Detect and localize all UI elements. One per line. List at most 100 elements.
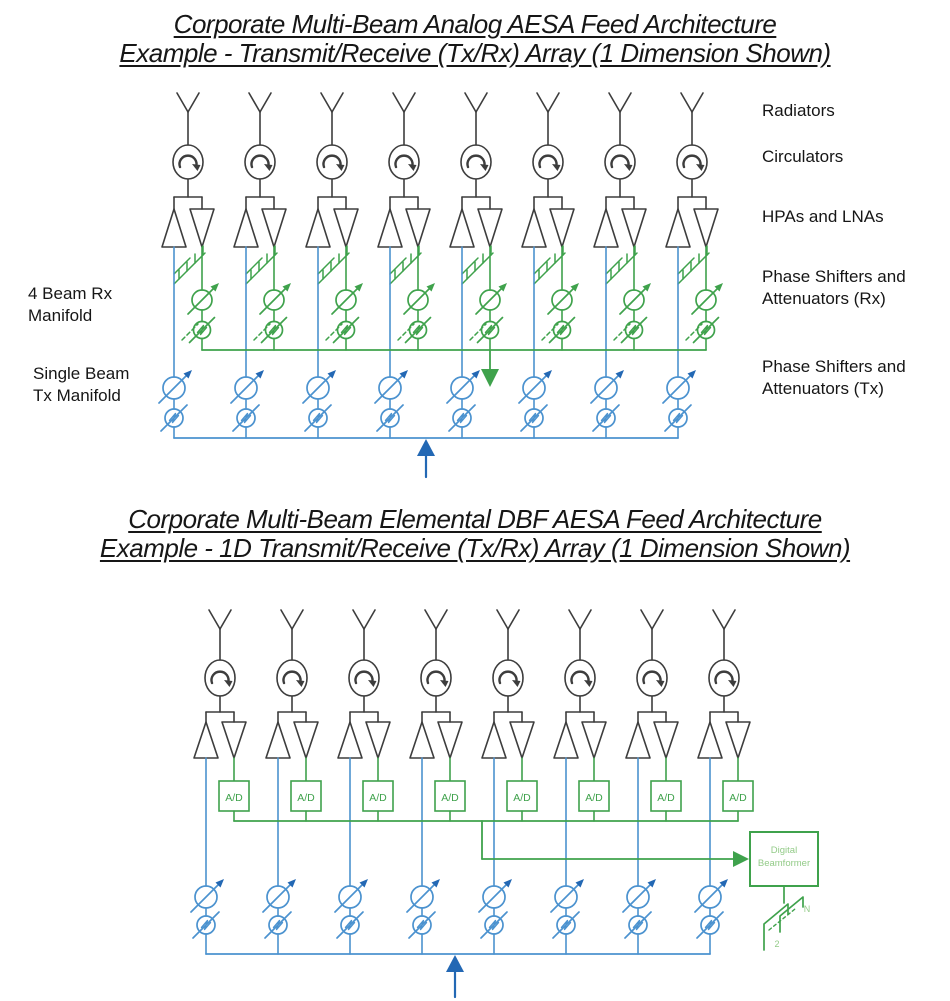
dbf-rx-chain-2: A/D	[290, 757, 322, 822]
rx-phase-shifter-icon-arrowhead	[642, 283, 651, 292]
rx-stack-dashes	[181, 323, 199, 341]
tx-attenuator-icon-zigzag	[632, 919, 644, 931]
analog-tx-chain-7	[590, 246, 624, 439]
label-phase-shifters-tx: Phase Shifters and Attenuators (Tx)	[762, 357, 906, 398]
hpa-icon	[193, 721, 219, 759]
radiator-icon	[536, 92, 549, 113]
analog-rx-chain-1	[173, 245, 219, 351]
circulator-arrow	[210, 670, 230, 685]
radiator-icon	[464, 92, 477, 113]
hpa-icon	[265, 721, 291, 759]
analog-array-element-3	[305, 92, 359, 248]
analog-rx-chain-5	[461, 245, 507, 351]
radiator-icon	[352, 609, 365, 630]
rx-attenuator-icon-zigzag	[412, 324, 424, 336]
circulator-icon	[492, 659, 524, 697]
circulator-arrowhead	[552, 164, 561, 171]
hpa-icon	[593, 208, 619, 248]
dbf-tx-chain-4	[406, 757, 440, 955]
tx-phase-shifter-icon-arrowhead	[687, 370, 696, 379]
circulator-arrowhead	[192, 164, 201, 171]
tx-phase-shifter-icon-slash	[446, 375, 475, 404]
circulator-arrow	[498, 670, 518, 685]
radiator-icon	[435, 609, 448, 630]
beam-port-bottom-label: 2	[774, 939, 779, 949]
ad-converter-label: A/D	[657, 792, 675, 804]
beam-fan-icon-rail	[605, 257, 623, 275]
rx-phase-shifter-icon-slash	[547, 288, 574, 315]
digital-beamformer-box	[749, 831, 819, 887]
radiator-icon	[507, 609, 520, 630]
tx-attenuator-icon-zigzag	[416, 919, 428, 931]
circulator-arrow	[250, 154, 270, 169]
lna-icon	[189, 208, 215, 248]
beamformer-input-arrow	[733, 851, 749, 867]
radiator-icon	[248, 92, 261, 113]
hpa-icon	[161, 208, 187, 248]
tx-phase-shifter-icon-arrowhead	[359, 879, 368, 888]
beam-fan-icon-rail	[245, 257, 263, 275]
rx-phase-shifter-icon-arrowhead	[426, 283, 435, 292]
radiator-icon	[280, 609, 293, 630]
rx-attenuator-icon-zigzag	[556, 324, 568, 336]
ad-converter-label: A/D	[513, 792, 531, 804]
tx-phase-shifter-icon-slash	[518, 375, 547, 404]
hpa-icon	[409, 721, 435, 759]
analog-rx-chain-4	[389, 245, 435, 351]
rx-stack-dashes	[541, 323, 559, 341]
analog-tx-chain-5	[446, 246, 480, 439]
rx-phase-shifter-icon-slash	[331, 288, 358, 315]
hpa-icon	[553, 721, 579, 759]
beam-port-top-label: N	[804, 904, 811, 914]
beam-ports-stack-dashes	[768, 908, 796, 931]
tx-phase-shifter-icon-arrowhead	[183, 370, 192, 379]
radiator-icon	[475, 92, 488, 113]
diagram2-title-line1: Corporate Multi-Beam Elemental DBF AESA …	[128, 504, 822, 534]
tx-attenuator-icon-zigzag	[168, 412, 180, 424]
lna-icon	[261, 208, 287, 248]
diagram1-title: Corporate Multi-Beam Analog AESA Feed Ar…	[0, 10, 950, 68]
circulator-arrowhead	[728, 680, 737, 687]
tx-attenuator-icon-zigzag	[672, 412, 684, 424]
rx-stack-dashes	[397, 323, 415, 341]
analog-array-element-1	[161, 92, 215, 248]
rx-attenuator-icon-zigzag	[196, 324, 208, 336]
dbf-rx-chain-1: A/D	[218, 757, 250, 822]
hpa-icon	[377, 208, 403, 248]
hpa-icon	[233, 208, 259, 248]
tx-phase-shifter-icon-slash	[550, 884, 579, 913]
tx-phase-shifter-icon-arrowhead	[287, 879, 296, 888]
ad-converter-box	[722, 780, 754, 812]
radiator-icon	[219, 609, 232, 630]
ad-converter-label: A/D	[369, 792, 387, 804]
tx-phase-shifter-icon-arrowhead	[255, 370, 264, 379]
tx-attenuator-icon-zigzag	[488, 919, 500, 931]
tx-phase-shifter-icon-slash	[406, 884, 435, 913]
dbf-rx-chain-6: A/D	[578, 757, 610, 822]
analog-rx-chain-7	[605, 245, 651, 351]
analog-array-element-7	[593, 92, 647, 248]
hpa-icon	[521, 208, 547, 248]
digital-beamformer-label: Beamformer	[758, 858, 810, 869]
dbf-tx-chain-1	[190, 757, 224, 955]
radiator-icon	[320, 92, 333, 113]
dbf-tx-manifold	[205, 953, 711, 999]
tx-attenuator-icon-zigzag	[560, 919, 572, 931]
beam-ports-icon	[779, 896, 804, 933]
radiator-icon	[712, 609, 725, 630]
rx-phase-shifter-icon-slash	[187, 288, 214, 315]
circulator-icon	[388, 144, 420, 180]
radiator-icon	[403, 92, 416, 113]
dbf-tx-chain-3	[334, 757, 368, 955]
circulator-arrowhead	[696, 164, 705, 171]
rx-phase-shifter-icon-arrowhead	[714, 283, 723, 292]
hpa-icon	[481, 721, 507, 759]
analog-array-element-8	[665, 92, 719, 248]
rx-output-arrow	[481, 369, 499, 387]
tx-attenuator-icon-zigzag	[272, 919, 284, 931]
dbf-array-element-1	[193, 609, 247, 759]
rx-phase-shifter-icon-arrowhead	[282, 283, 291, 292]
label-tx-manifold: Single Beam Tx Manifold	[33, 364, 130, 405]
